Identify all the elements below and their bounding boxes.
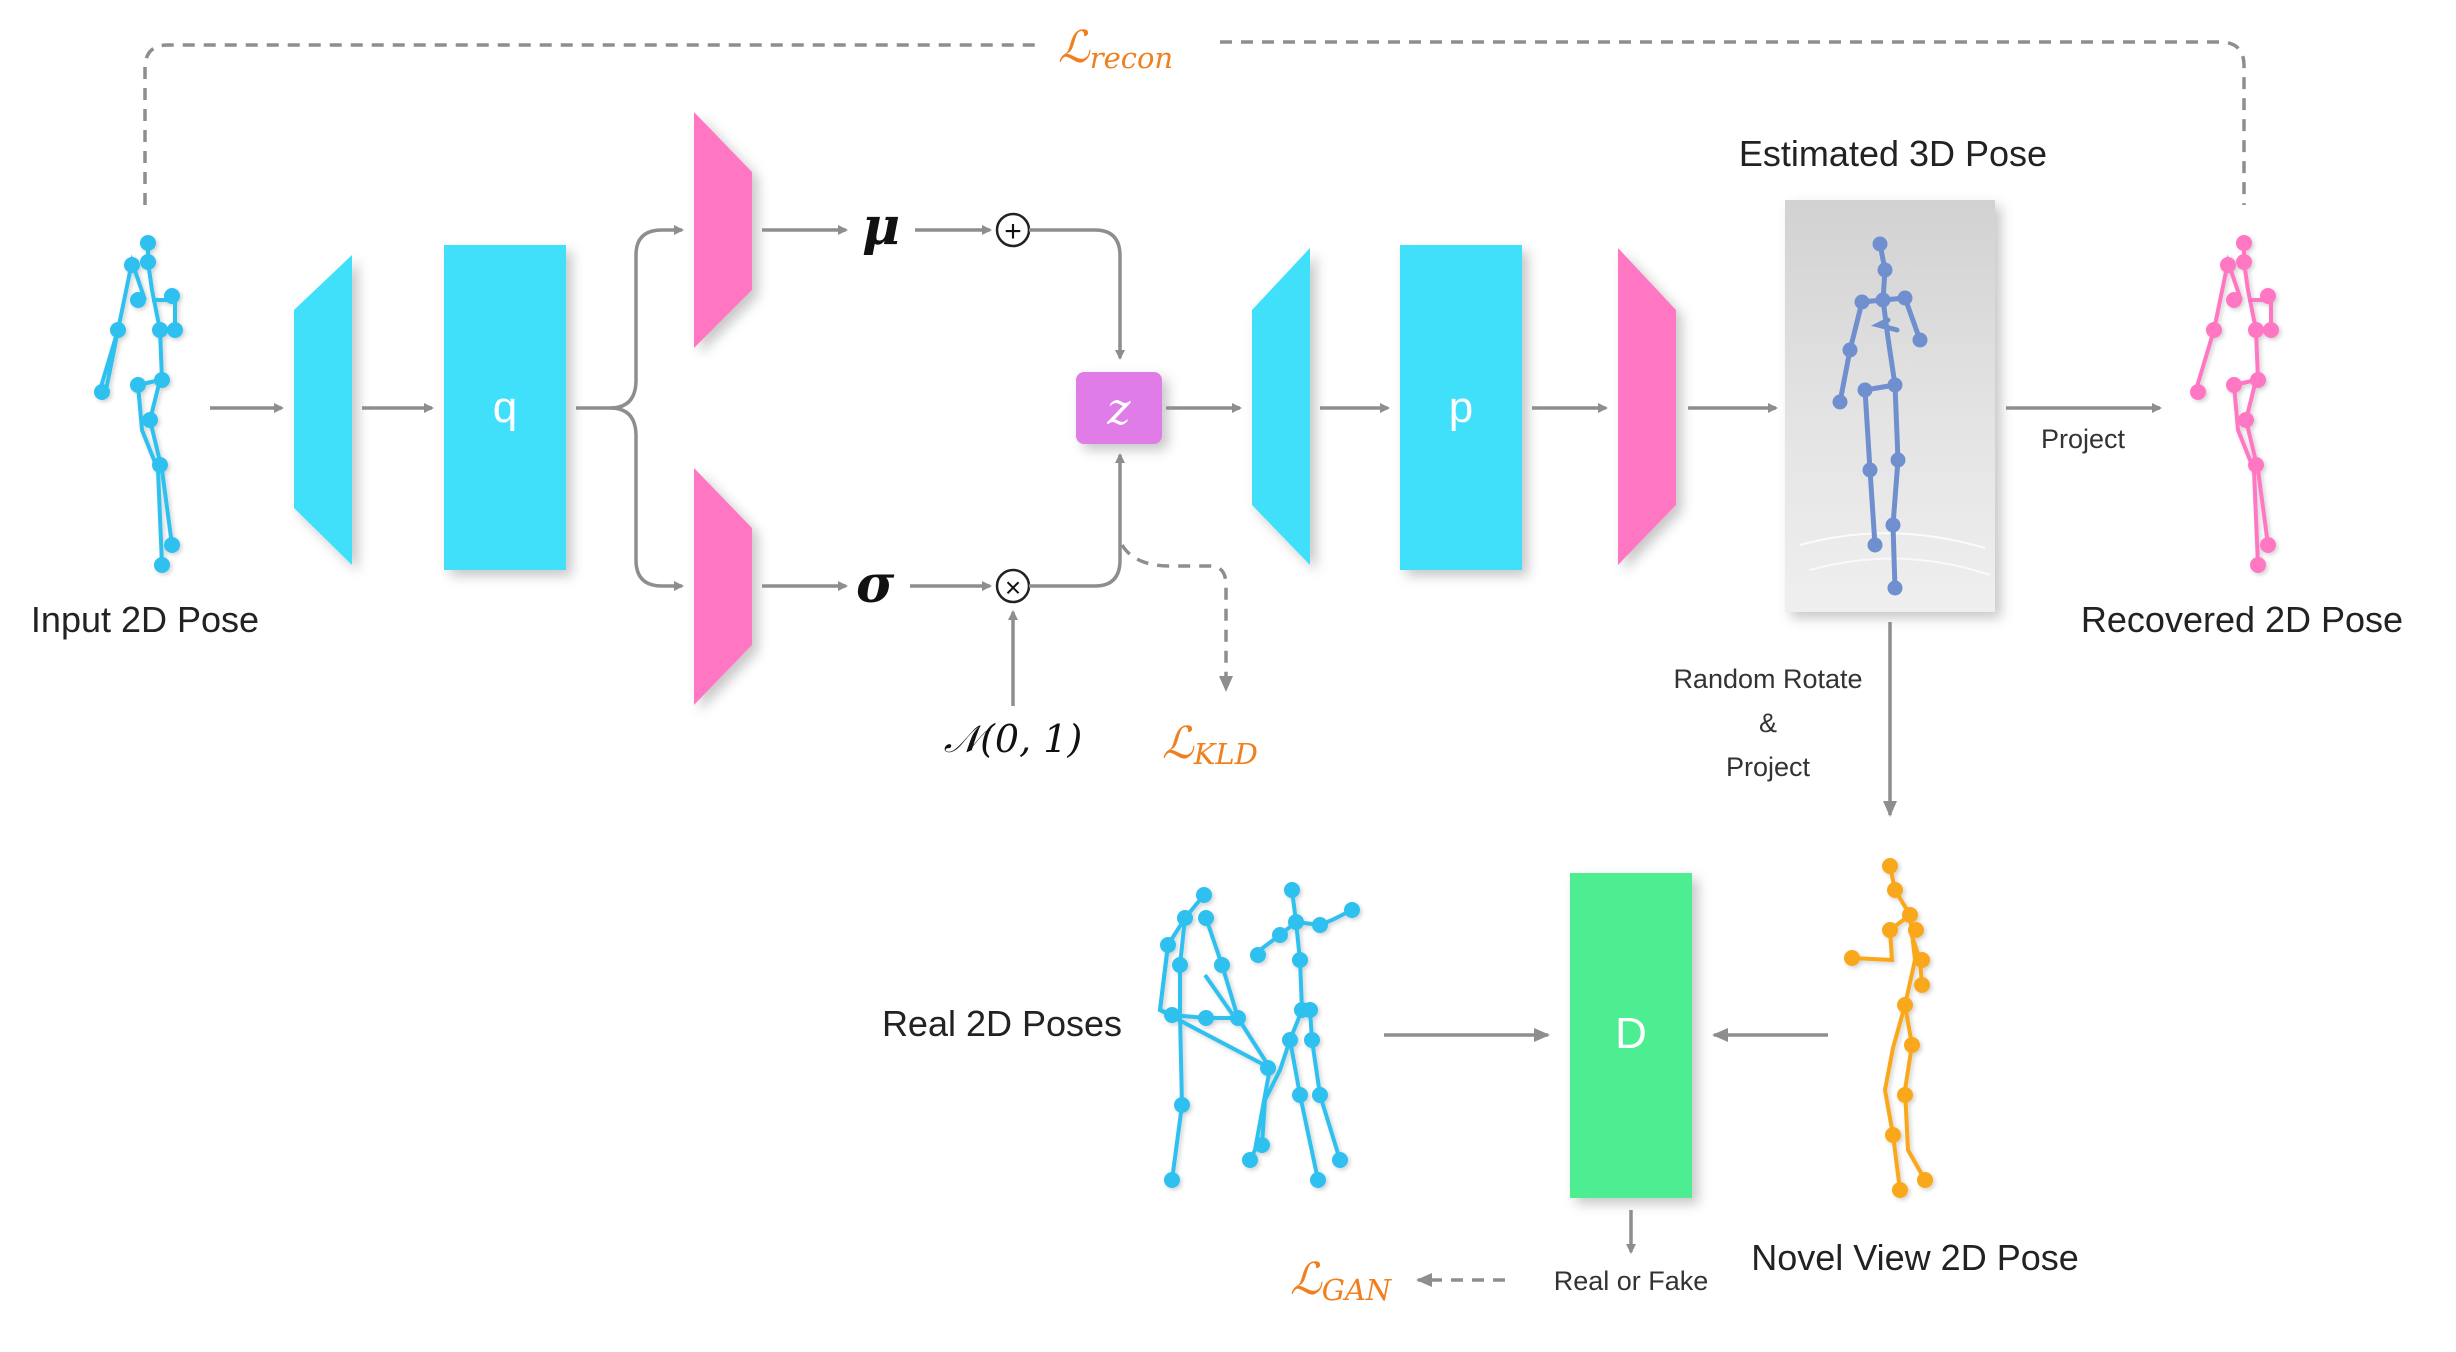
branch-to-sigma xyxy=(609,406,684,591)
project-label: Project xyxy=(2041,424,2126,454)
plus-operator: + xyxy=(995,212,1031,248)
svg-text:×: × xyxy=(1005,572,1021,603)
recovered-2d-pose-skeleton xyxy=(2190,235,2279,573)
novel-view-2d-pose-label: Novel View 2D Pose xyxy=(1751,1237,2079,1278)
discriminator-d-block xyxy=(1570,873,1692,1198)
times-operator: × xyxy=(995,568,1031,604)
mu-symbol: μ xyxy=(862,196,900,257)
arrow-plus-to-z xyxy=(1029,228,1125,360)
encoder-q-label: q xyxy=(493,383,517,432)
recovered-2d-pose-label: Recovered 2D Pose xyxy=(2081,599,2403,640)
decoder-output-trapezoid xyxy=(1618,248,1676,565)
real-or-fake-label: Real or Fake xyxy=(1554,1266,1709,1296)
decoder-p-block xyxy=(1400,245,1522,570)
branch-to-mu xyxy=(576,225,684,410)
arrow-times-to-z xyxy=(1029,453,1125,588)
encoder-q-block xyxy=(444,245,566,570)
recon-loss-label: ℒrecon xyxy=(1058,22,1173,75)
recon-loss-path-left xyxy=(143,43,1040,205)
normal-distribution-label: 𝒩(0, 1) xyxy=(944,717,1083,761)
kld-loss-label: ℒKLD xyxy=(1162,718,1258,771)
input-2d-pose-label: Input 2D Pose xyxy=(31,599,259,640)
decoder-input-trapezoid xyxy=(1252,248,1310,565)
estimated-3d-pose-label: Estimated 3D Pose xyxy=(1739,133,2047,174)
encoder-input-trapezoid xyxy=(294,255,352,565)
latent-z-block xyxy=(1076,372,1162,444)
latent-z-label: z xyxy=(1106,384,1131,435)
gan-loss-label: ℒGAN xyxy=(1290,1254,1393,1307)
project-label-2: Project xyxy=(1726,752,1811,782)
real-2d-poses-skeletons xyxy=(1157,882,1360,1188)
input-2d-pose-skeleton xyxy=(94,235,183,573)
recon-loss-path-right xyxy=(1220,40,2246,205)
decoder-p-label: p xyxy=(1449,383,1473,432)
ampersand-label: & xyxy=(1759,708,1777,738)
sigma-head-trapezoid xyxy=(694,468,752,705)
novel-view-2d-pose-skeleton xyxy=(1844,858,1933,1198)
mu-head-trapezoid xyxy=(694,112,752,348)
random-rotate-label: Random Rotate xyxy=(1673,664,1862,694)
sigma-symbol: σ xyxy=(856,554,895,615)
svg-text:+: + xyxy=(1004,215,1022,248)
discriminator-d-label: D xyxy=(1615,1009,1647,1058)
kld-loss-path xyxy=(1120,544,1233,692)
real-2d-poses-label: Real 2D Poses xyxy=(882,1003,1122,1044)
estimated-3d-pose-image xyxy=(1785,200,1995,612)
